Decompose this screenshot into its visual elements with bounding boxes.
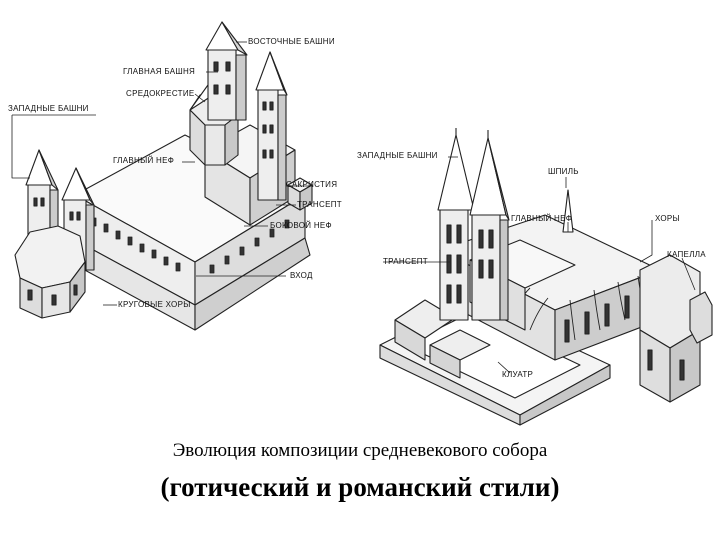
label-cloister: КЛУАТР bbox=[502, 370, 534, 379]
gothic-cathedral bbox=[379, 128, 713, 426]
label-chapel: КАПЕЛЛА bbox=[667, 250, 706, 259]
romanesque-cathedral bbox=[14, 21, 313, 331]
label-crossing: СРЕДОКРЕСТИЕ bbox=[126, 89, 195, 98]
label-nave-romanesque: ГЛАВНЫЙ НЕФ bbox=[113, 156, 175, 165]
label-spire: ШПИЛЬ bbox=[548, 167, 579, 176]
cathedral-illustration bbox=[11, 21, 713, 426]
label-west-towers-gothic: ЗАПАДНЫЕ БАШНИ bbox=[357, 151, 438, 160]
label-transept-romanesque: ТРАНСЕПТ bbox=[297, 200, 342, 209]
label-entrance: ВХОД bbox=[290, 271, 313, 280]
label-aisle: БОКОВОЙ НЕФ bbox=[270, 221, 332, 230]
label-west-towers-romanesque: ЗАПАДНЫЕ БАШНИ bbox=[8, 104, 89, 113]
label-main-tower: ГЛАВНАЯ БАШНЯ bbox=[123, 67, 196, 76]
label-round-choirs: КРУГОВЫЕ ХОРЫ bbox=[118, 300, 191, 309]
label-transept-gothic: ТРАНСЕПТ bbox=[383, 257, 428, 266]
caption-line-2: (готический и романский стили) bbox=[160, 472, 560, 502]
label-choirs: ХОРЫ bbox=[655, 214, 680, 223]
label-east-towers: ВОСТОЧНЫЕ БАШНИ bbox=[248, 37, 335, 46]
leader-lines bbox=[11, 41, 696, 374]
caption-line-1: Эволюция композиции средневекового собор… bbox=[172, 440, 548, 461]
label-sacristy: САКРИСТИЯ bbox=[286, 180, 338, 189]
label-nave-gothic: ГЛАВНЫЙ НЕФ bbox=[511, 214, 573, 223]
